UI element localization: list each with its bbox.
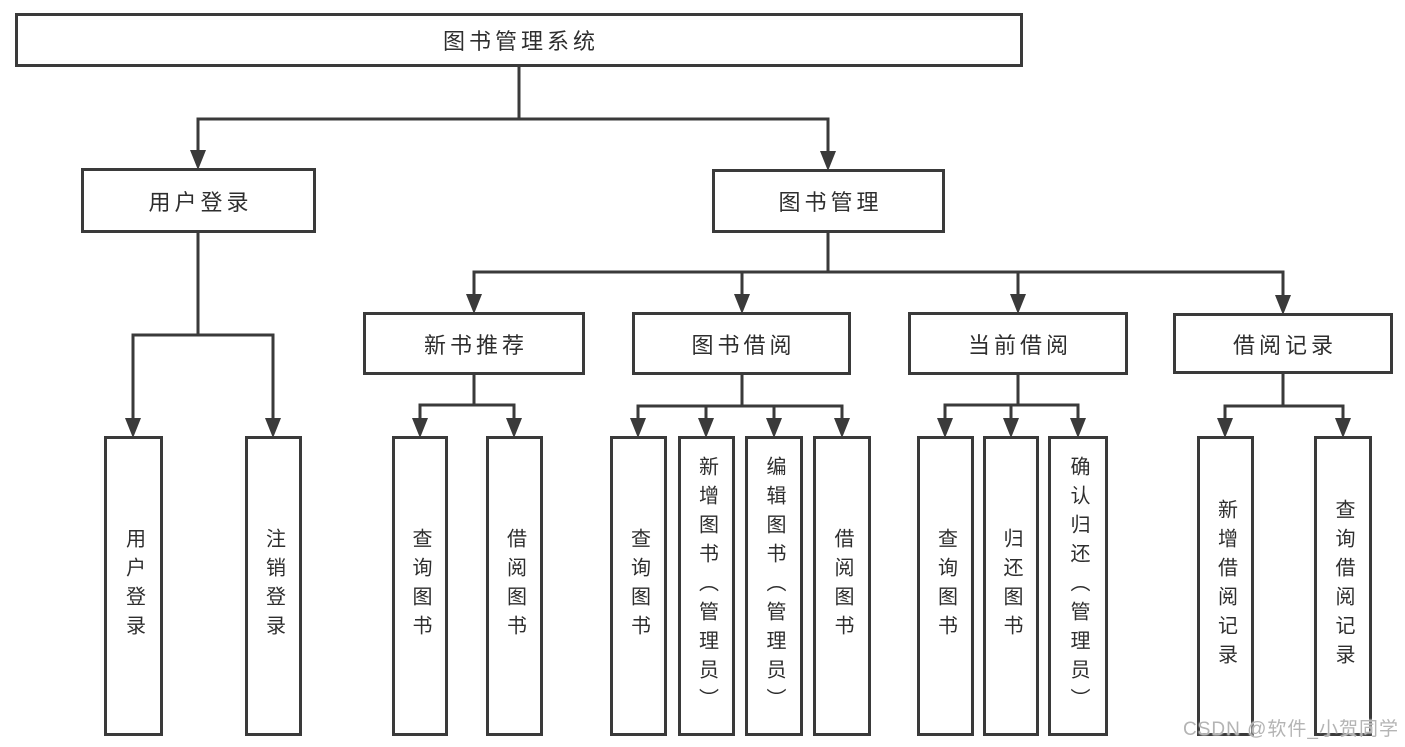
connector-book-management-to-level3: [466, 231, 1291, 315]
connector-book-borrowing-to-leaves: [630, 373, 850, 438]
arrowhead-icon: [1217, 418, 1233, 438]
leaf-add-borrow-record: 新增借阅记录: [1197, 436, 1254, 736]
arrowhead-icon: [190, 150, 206, 170]
node-label: 归还图书: [1000, 528, 1022, 644]
node-label: 新增借阅记录: [1214, 499, 1237, 673]
connector-borrowing-records-to-leaves: [1217, 372, 1351, 438]
node-label: 用户登录: [122, 528, 145, 644]
node-label: 图书管理系统: [442, 29, 599, 54]
arrowhead-icon: [698, 418, 714, 438]
node-label: 新增图书（管理员）: [695, 455, 718, 717]
connector-current-borrowing-to-leaves: [937, 373, 1086, 438]
arrowhead-icon: [1070, 418, 1086, 438]
leaf-confirm-return-admin: 确认归还（管理员）: [1048, 436, 1108, 736]
arrowhead-icon: [734, 294, 750, 314]
arrowhead-icon: [506, 418, 522, 438]
node-label: 图书借阅: [691, 332, 796, 358]
node-label: 当前借阅: [967, 332, 1072, 358]
leaf-borrow-books-recommend: 借阅图书: [486, 436, 543, 736]
leaf-query-books-borrowing: 查询图书: [610, 436, 667, 736]
node-current-borrowing: 当前借阅: [908, 312, 1128, 375]
leaf-query-books-current: 查询图书: [917, 436, 974, 736]
node-label: 用户登录: [148, 189, 253, 215]
leaf-query-borrow-record: 查询借阅记录: [1314, 436, 1372, 736]
node-label: 注销登录: [262, 528, 285, 644]
leaf-edit-book-admin: 编辑图书（管理员）: [745, 436, 803, 736]
leaf-return-books: 归还图书: [983, 436, 1039, 736]
node-root-system: 图书管理系统: [15, 13, 1023, 67]
connector-new-book-to-leaves: [412, 373, 522, 438]
leaf-query-books-recommend: 查询图书: [392, 436, 448, 736]
arrowhead-icon: [466, 294, 482, 314]
arrowhead-icon: [820, 151, 836, 171]
leaf-user-login: 用户登录: [104, 436, 163, 736]
node-label: 借阅记录: [1232, 332, 1337, 358]
node-book-borrowing: 图书借阅: [632, 312, 851, 375]
node-borrowing-records: 借阅记录: [1173, 313, 1393, 374]
arrowhead-icon: [630, 418, 646, 438]
node-label: 新书推荐: [423, 332, 528, 358]
arrowhead-icon: [834, 418, 850, 438]
leaf-add-book-admin: 新增图书（管理员）: [678, 436, 735, 736]
connector-root-to-level2: [190, 65, 836, 171]
leaf-logout: 注销登录: [245, 436, 302, 736]
arrowhead-icon: [937, 418, 953, 438]
arrowhead-icon: [1010, 294, 1026, 314]
arrowhead-icon: [265, 418, 281, 438]
arrowhead-icon: [1003, 418, 1019, 438]
arrowhead-icon: [1275, 295, 1291, 315]
node-label: 查询图书: [934, 528, 957, 644]
node-label: 查询图书: [627, 528, 650, 644]
connector-user-login-to-leaves: [125, 231, 281, 438]
node-book-management: 图书管理: [712, 169, 945, 233]
node-user-login: 用户登录: [81, 168, 316, 233]
node-new-book-recommend: 新书推荐: [363, 312, 585, 375]
node-label: 借阅图书: [831, 528, 853, 644]
node-label: 图书管理: [778, 190, 883, 215]
node-label: 借阅图书: [503, 528, 526, 644]
node-label: 查询借阅记录: [1332, 499, 1354, 673]
node-label: 确认归还（管理员）: [1067, 455, 1089, 717]
node-label: 编辑图书（管理员）: [763, 455, 785, 717]
arrowhead-icon: [766, 418, 782, 438]
arrowhead-icon: [412, 418, 428, 438]
arrowhead-icon: [125, 418, 141, 438]
leaf-borrow-books-borrowing: 借阅图书: [813, 436, 871, 736]
arrowhead-icon: [1335, 418, 1351, 438]
csdn-watermark: CSDN @软件_小贺同学: [1183, 719, 1399, 740]
node-label: 查询图书: [409, 528, 431, 644]
